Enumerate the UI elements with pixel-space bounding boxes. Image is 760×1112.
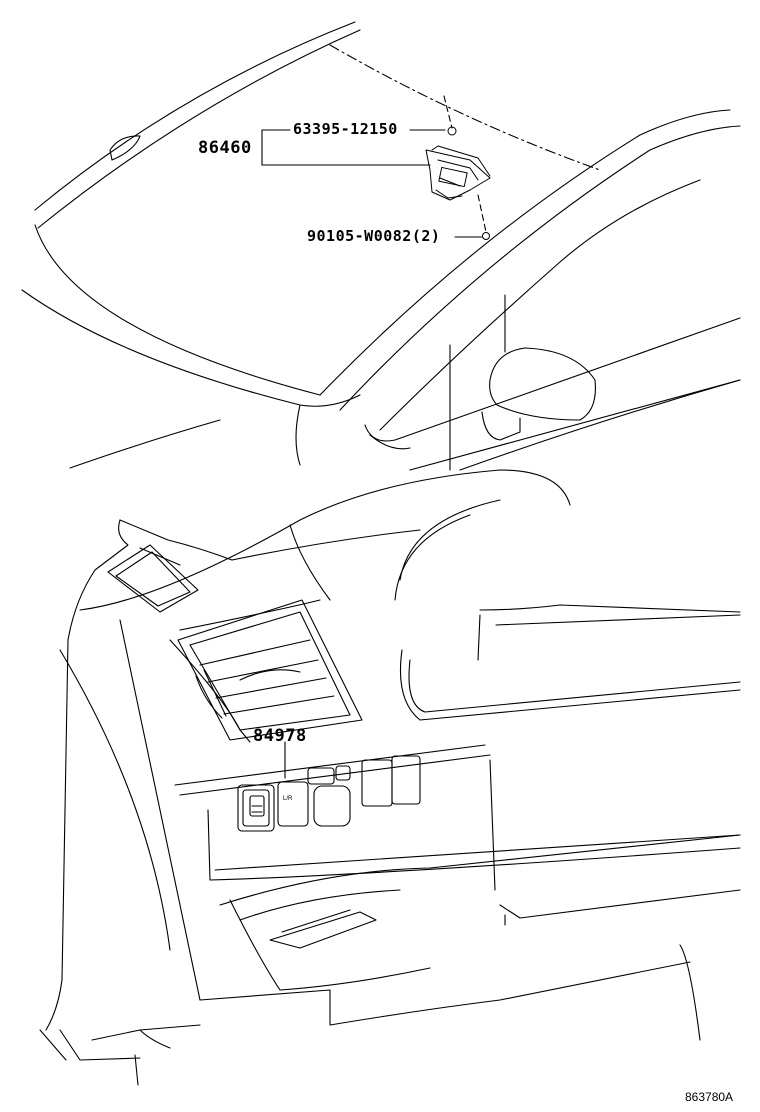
callout-part-top: 63395-12150 [293,120,398,138]
sensor-assembly [425,126,491,240]
callout-assembly: 86460 [198,138,252,158]
windshield-view [21,21,741,471]
dashboard-view [39,469,741,1086]
callout-switch: 84978 [253,726,307,746]
drawing-code: 863780A [685,1090,734,1104]
switch-marking: L/R [283,796,293,802]
callout-part-bottom: 90105-W0082(2) [307,227,441,245]
